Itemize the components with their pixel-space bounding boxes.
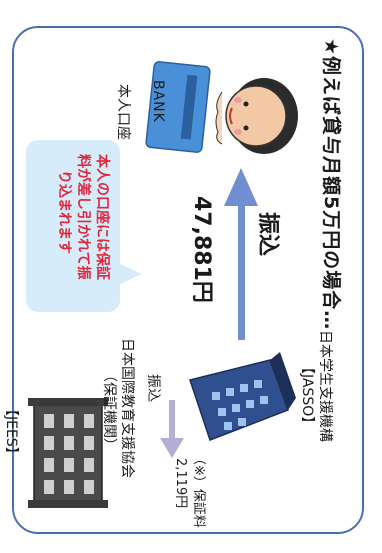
callout-line-2: 料が差し引かれて振 [75, 154, 91, 280]
transfer-label: 振込 [255, 212, 280, 257]
jasso-name: 日本学生支援機構 [317, 330, 333, 442]
content-frame [12, 26, 364, 534]
page-title: ★例えば貸与月額5万円の場合… [320, 38, 342, 331]
transfer-amount: 47,881円 [189, 196, 214, 303]
jees-name: 日本国際教育支援協会 [119, 338, 135, 478]
jasso-building-icon [189, 352, 296, 441]
fee-transfer-label: 振込 [145, 374, 161, 402]
callout-tail [116, 262, 142, 286]
jees-role: （保証機関） [101, 368, 117, 452]
recipient-account-label: 本人口座 [115, 84, 131, 140]
jasso-abbr: 【JASSO】 [299, 360, 315, 431]
fee-arrow [160, 400, 184, 458]
fee-amount: 2,119円 [173, 458, 188, 509]
person-illustration [215, 78, 298, 154]
callout-line-1: 本人の口座には保証 [94, 154, 110, 280]
callout-line-3: り込まれます [56, 170, 72, 254]
transfer-arrow [224, 168, 258, 340]
callout-bubble [26, 140, 120, 312]
bank-card-icon [145, 61, 211, 153]
jees-building-icon [28, 398, 108, 508]
jees-abbr: 【JEES】 [3, 402, 19, 461]
card-bank-text: BANK [150, 80, 166, 123]
fee-label: （※）保証料 [191, 452, 206, 528]
